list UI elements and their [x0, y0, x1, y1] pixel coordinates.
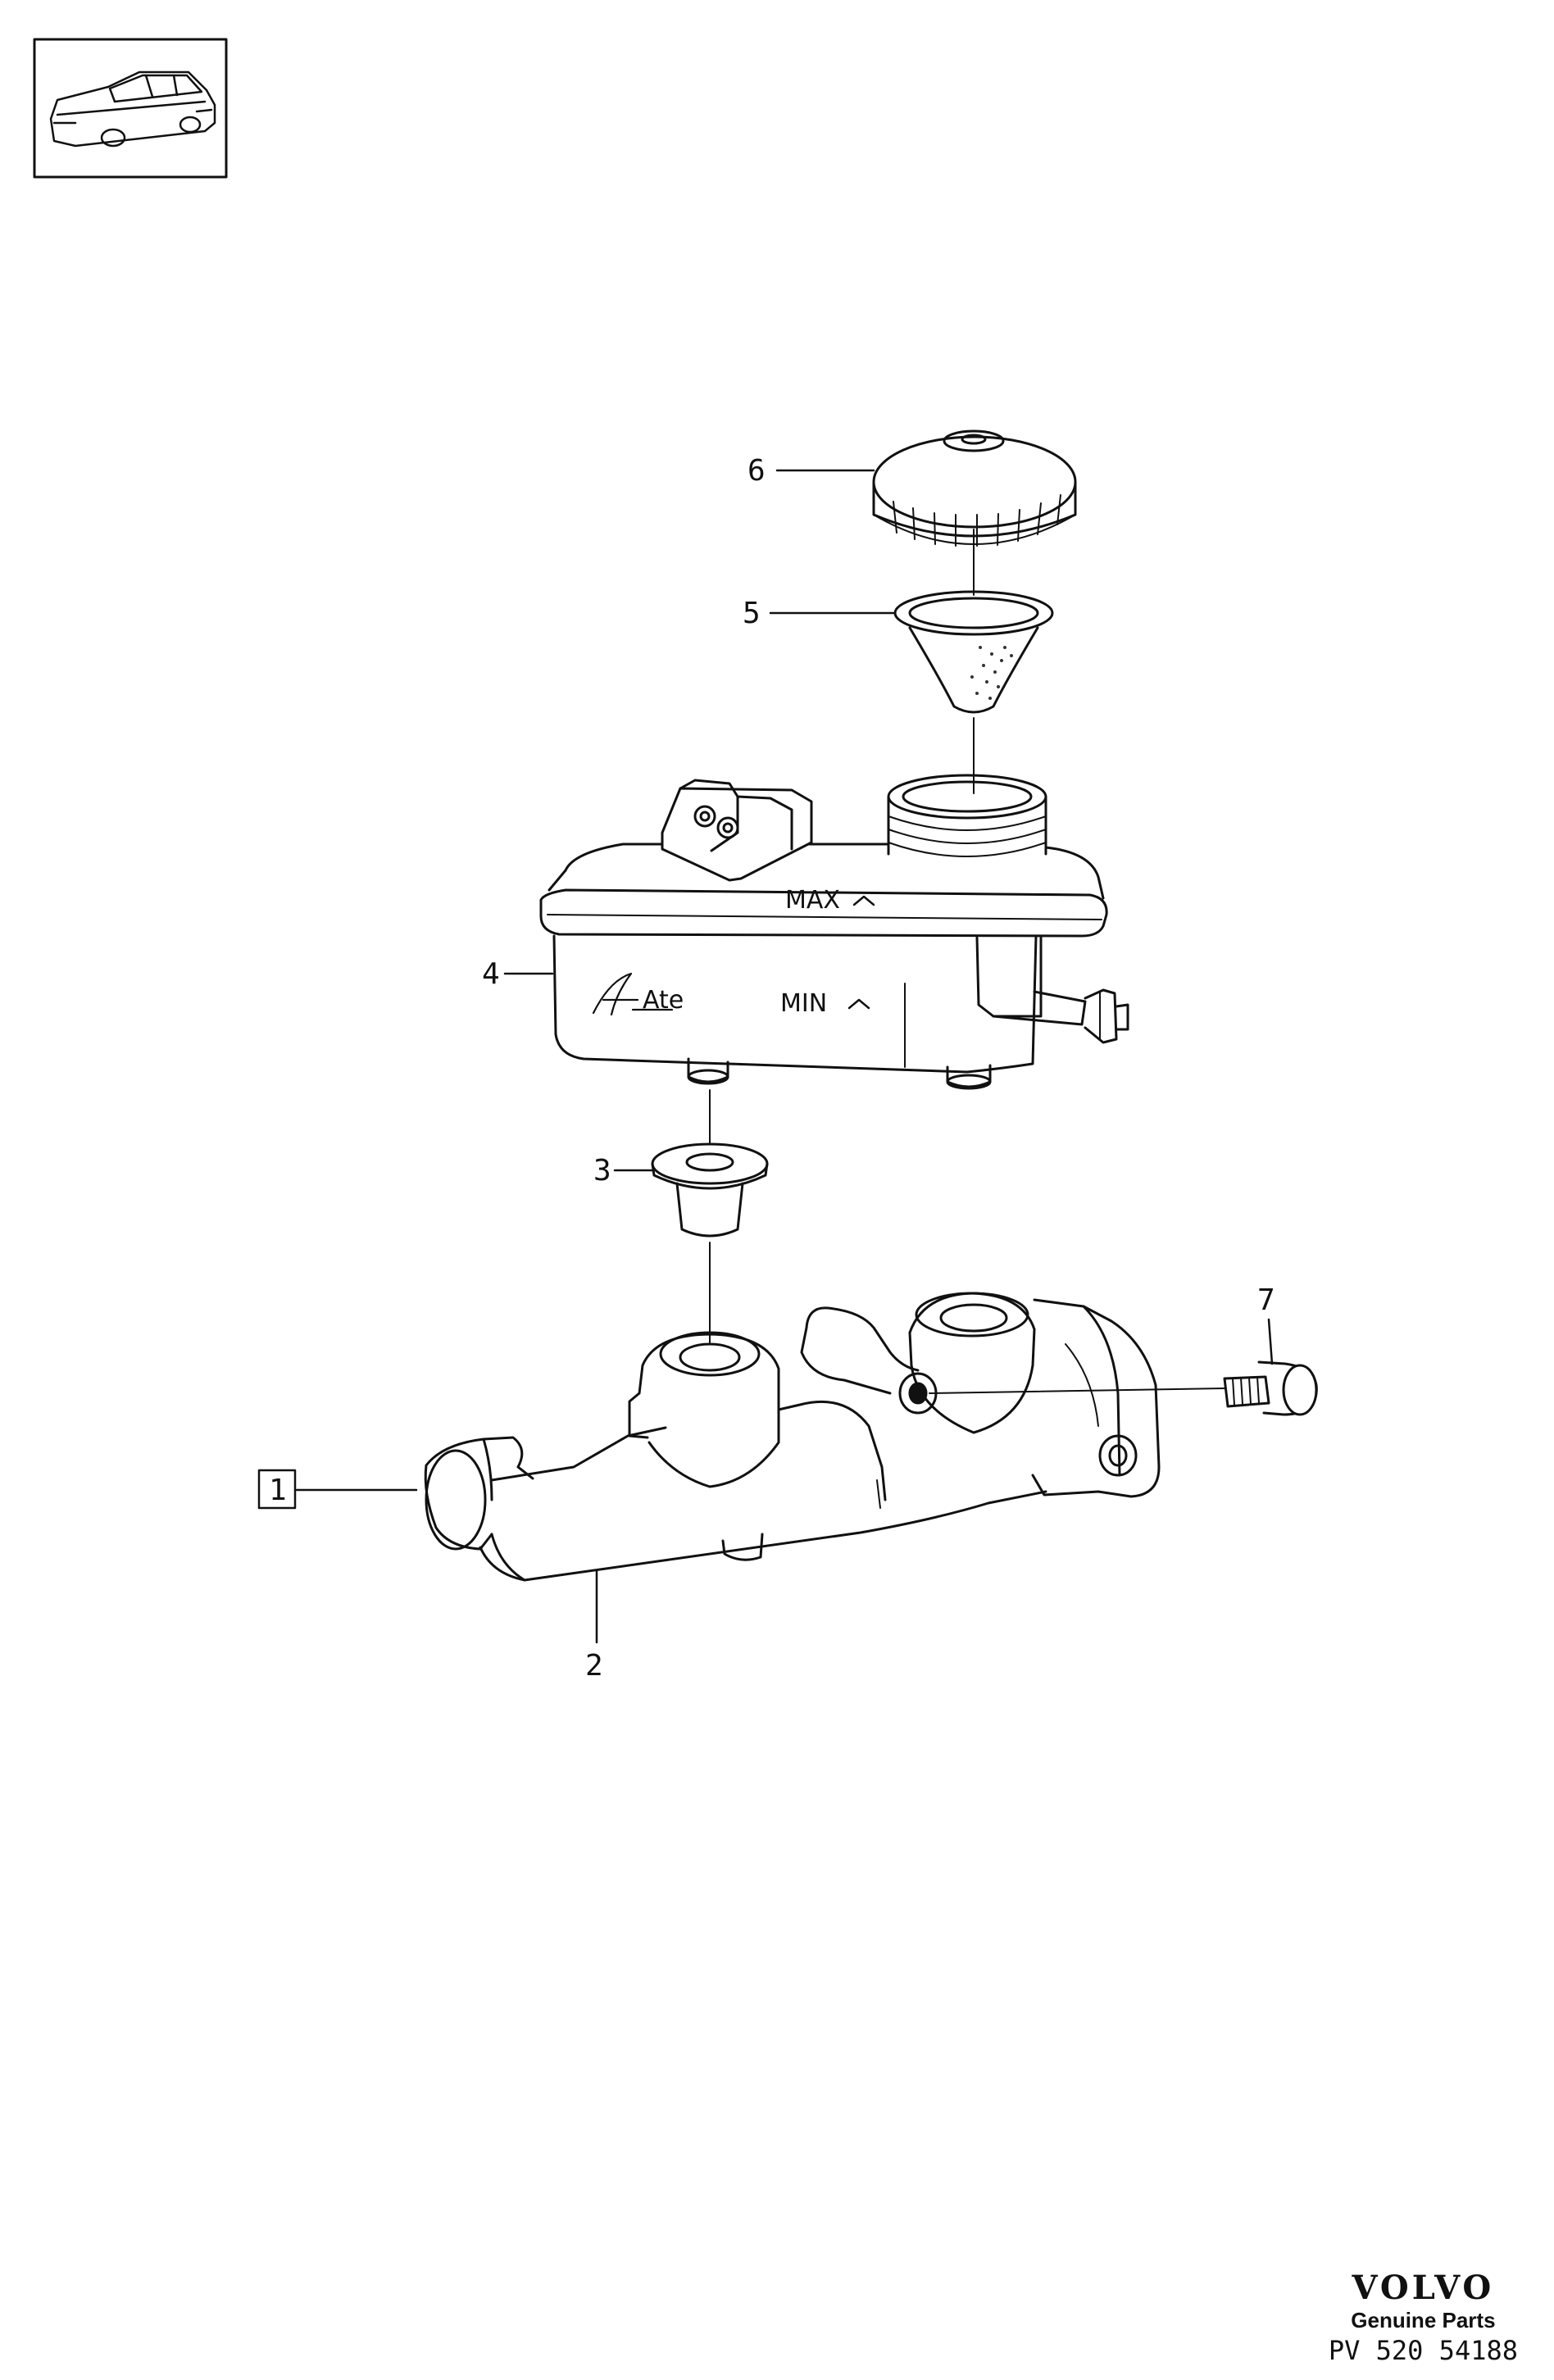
ate-logo-mark — [592, 972, 674, 1016]
genuine-parts-label: Genuine Parts — [1351, 2308, 1496, 2332]
callout-5: 5 — [743, 597, 761, 630]
part-7-bleed-screw — [929, 1360, 1318, 1416]
part-5-strainer — [893, 590, 1054, 714]
callout-2: 2 — [585, 1649, 603, 1683]
leader-line-7 — [1267, 1318, 1274, 1365]
callout-3: 3 — [593, 1154, 611, 1188]
callout-6: 6 — [747, 454, 766, 488]
callout-4: 4 — [482, 957, 500, 991]
part-2-master-cylinder — [424, 1292, 1161, 1582]
callout-1: 1 — [269, 1474, 287, 1507]
part-4-fluid-reservoir: Ate MAX MIN — [539, 774, 1129, 1090]
reservoir-maker-label: Ate — [643, 986, 684, 1015]
max-level-label: MAX — [785, 886, 840, 915]
part-3-grommet — [651, 1142, 769, 1238]
volvo-logo: VOLVO — [1352, 2269, 1495, 2307]
vehicle-icon-box — [33, 38, 228, 179]
reference-number: PV 520 54188 — [1328, 2335, 1518, 2366]
part-6-reservoir-cap — [872, 429, 1077, 547]
sedan-car-icon — [49, 70, 216, 148]
callout-7: 7 — [1257, 1283, 1275, 1317]
brand-block: VOLVO Genuine Parts PV 520 54188 — [1329, 2270, 1518, 2367]
min-level-label: MIN — [780, 989, 827, 1018]
callout-1-box: 1 — [257, 1469, 297, 1510]
